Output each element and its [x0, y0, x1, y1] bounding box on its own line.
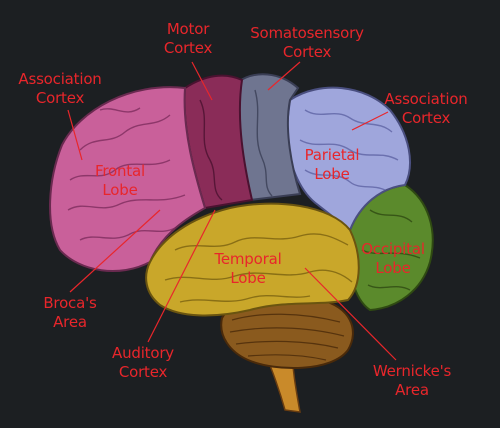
leader-auditory	[147, 209, 216, 343]
label-line: Cortex	[163, 39, 213, 57]
label-line: Lobe	[230, 269, 266, 287]
label-frontal-lobe: Frontal Lobe	[84, 162, 156, 200]
label-line: Cortex	[282, 43, 332, 61]
temporal-lobe-region	[145, 202, 360, 317]
label-brocas-area: Broca's Area	[30, 294, 110, 332]
label-line: Area	[53, 313, 87, 331]
label-line: Frontal	[95, 162, 145, 180]
label-line: Cortex	[401, 109, 451, 127]
leader-wernicke	[304, 267, 397, 361]
label-line: Motor	[166, 20, 210, 38]
label-association-cortex-right: Association Cortex	[372, 90, 480, 128]
label-line: Lobe	[314, 165, 350, 183]
leader-broca	[69, 209, 161, 293]
label-auditory-cortex: Auditory Cortex	[100, 344, 186, 382]
leader-lines	[67, 61, 397, 361]
frontal-lobe-region	[49, 86, 207, 273]
parietal-lobe-region	[283, 86, 411, 232]
label-line: Temporal	[214, 250, 282, 268]
label-occipital-lobe: Occipital Lobe	[350, 240, 436, 278]
label-line: Area	[395, 381, 429, 399]
leader-somatosensory	[267, 61, 301, 91]
label-line: Lobe	[375, 259, 411, 277]
label-motor-cortex: Motor Cortex	[148, 20, 228, 58]
leader-motor	[191, 61, 213, 101]
label-association-cortex-left: Association Cortex	[12, 70, 108, 108]
leader-association-right	[351, 111, 389, 131]
label-line: Auditory	[112, 344, 174, 362]
label-parietal-lobe: Parietal Lobe	[294, 146, 370, 184]
label-somatosensory-cortex: Somatosensory Cortex	[240, 24, 374, 62]
label-line: Association	[384, 90, 468, 108]
label-line: Wernicke's	[372, 362, 452, 380]
label-line: Cortex	[35, 89, 85, 107]
label-wernickes-area: Wernicke's Area	[362, 362, 462, 400]
label-line: Broca's	[43, 294, 97, 312]
label-line: Cortex	[118, 363, 168, 381]
label-line: Somatosensory	[250, 24, 364, 42]
leader-association-left	[67, 109, 83, 161]
label-line: Lobe	[102, 181, 138, 199]
label-line: Association	[18, 70, 102, 88]
label-line: Parietal	[304, 146, 360, 164]
label-line: Occipital	[361, 240, 425, 258]
label-temporal-lobe: Temporal Lobe	[206, 250, 290, 288]
